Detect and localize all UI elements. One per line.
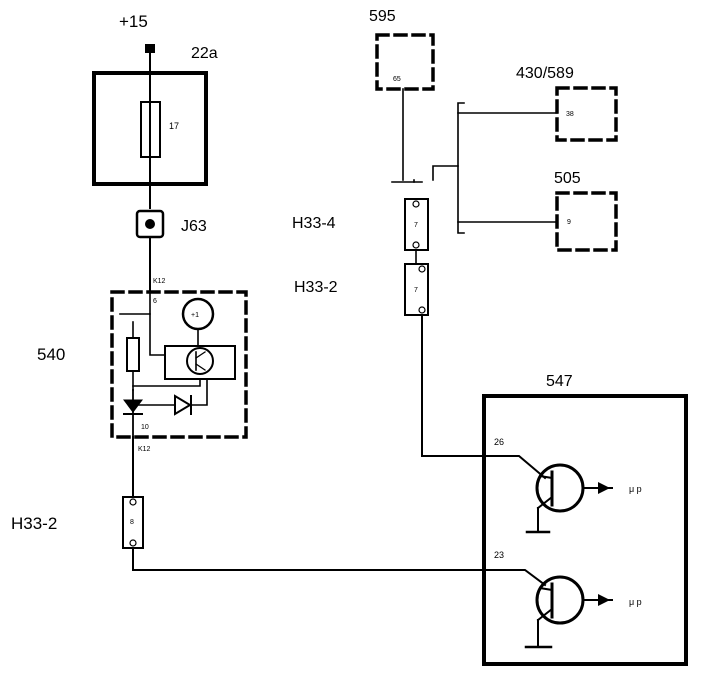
connector-h33-2-right-pin: 7: [414, 287, 418, 294]
bracket-branch: [457, 102, 465, 234]
connector-h33-2-left-label: H33-2: [11, 514, 57, 533]
module-505-label: 505: [554, 170, 581, 187]
relay-transistor: [186, 347, 214, 375]
mu-p-label-b: μ p: [629, 597, 642, 607]
junction-label: J63: [181, 218, 207, 235]
junction-j63-dot: [145, 219, 155, 229]
wire-h33-2-to-547-pin26: [421, 314, 547, 480]
connector-h33-2-left-pin: 8: [130, 519, 134, 526]
module-547-label: 547: [546, 373, 573, 390]
pin-505: 9: [567, 219, 571, 226]
pin-540-in-label: K12: [153, 278, 166, 285]
connector-h33-2-right: [404, 263, 429, 316]
pin-547-a: 26: [494, 437, 504, 447]
resistor: [126, 337, 140, 372]
wire-branch-join: [432, 165, 459, 181]
pin-595: 65: [393, 76, 401, 83]
module-595-label: 595: [369, 8, 396, 25]
fuse-box-label: 22a: [191, 45, 218, 62]
module-595-box: [375, 33, 435, 91]
fuse-number: 17: [169, 121, 179, 131]
diode-horizontal: [174, 394, 192, 416]
pin-540-out-label: K12: [138, 446, 151, 453]
module-540-label: 540: [37, 345, 65, 364]
wire-540-internal-right: [149, 313, 166, 356]
pin-540-in-num: 6: [153, 298, 157, 305]
module-505-box: [555, 191, 618, 252]
connector-h33-4-pin: 7: [414, 222, 418, 229]
connector-h33-4-label: H33-4: [292, 215, 336, 232]
mu-p-label-a: μ p: [629, 484, 642, 494]
module-540-box: [110, 290, 248, 439]
module-430-589-box: [555, 86, 618, 142]
module-430-589-label: 430/589: [516, 65, 574, 82]
module-547-box: [482, 394, 688, 666]
wire-h33-2-to-547-pin23: [132, 547, 547, 587]
pin-547-b: 23: [494, 550, 504, 560]
wire-resistor-to-relay: [132, 378, 201, 387]
connector-h33-2-right-label: H33-2: [294, 279, 338, 296]
supply-label: +15: [119, 12, 148, 31]
motor-label: +1: [191, 312, 199, 319]
pin-540-out-num: 10: [141, 424, 149, 431]
pin-430: 38: [566, 111, 574, 118]
supply-terminal: [145, 44, 155, 53]
wire-540-internal-top: [119, 291, 151, 315]
